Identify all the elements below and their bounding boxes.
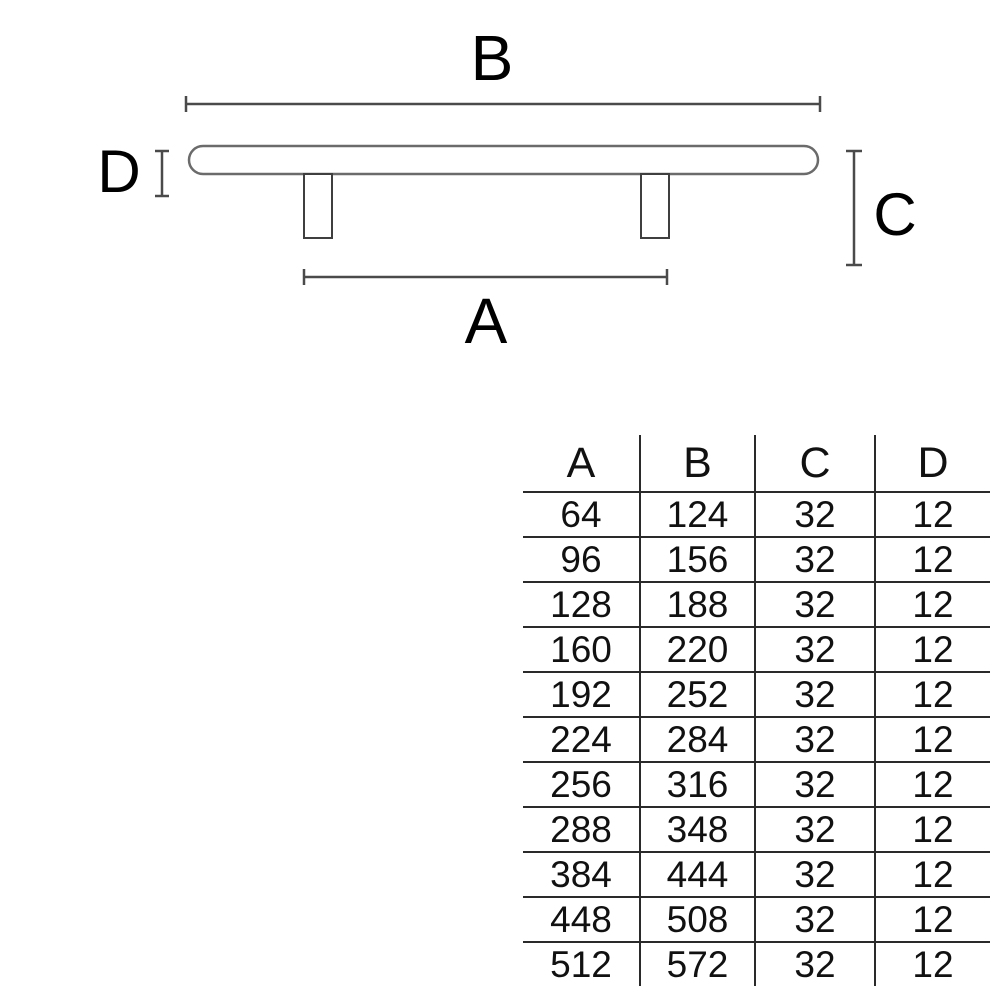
table-cell: 32 bbox=[754, 672, 875, 718]
table-cell: 288 bbox=[523, 807, 640, 853]
table-cell: 12 bbox=[874, 807, 990, 853]
table-cell: 32 bbox=[754, 492, 875, 538]
table-cell: 124 bbox=[639, 492, 755, 538]
table-cell: 12 bbox=[874, 537, 990, 583]
column-header-d: D bbox=[874, 435, 990, 493]
table-row: 288 348 32 12 bbox=[523, 807, 990, 853]
handle-bar bbox=[187, 144, 820, 176]
dimension-line-c bbox=[846, 149, 862, 267]
dimension-line-a bbox=[302, 269, 669, 285]
table-cell: 12 bbox=[874, 672, 990, 718]
table-cell: 224 bbox=[523, 717, 640, 763]
table-cell: 12 bbox=[874, 582, 990, 628]
table-cell: 32 bbox=[754, 807, 875, 853]
table-row: 128 188 32 12 bbox=[523, 582, 990, 628]
handle-dimension-drawing: B D C bbox=[97, 22, 916, 357]
table-cell: 12 bbox=[874, 852, 990, 898]
table-row: 512 572 32 12 bbox=[523, 942, 990, 986]
dimension-label-b: B bbox=[471, 22, 514, 94]
table-cell: 512 bbox=[550, 943, 612, 985]
table-cell: 188 bbox=[639, 582, 755, 628]
table-cell: 444 bbox=[639, 852, 755, 898]
table-row: 448 508 32 12 bbox=[523, 897, 990, 943]
table-cell: 32 bbox=[754, 897, 875, 943]
table-cell: 12 bbox=[874, 942, 990, 986]
handle-post-right bbox=[640, 173, 670, 239]
table-cell: 32 bbox=[754, 852, 875, 898]
table-cell: 384 bbox=[523, 852, 640, 898]
handle-post-left bbox=[303, 173, 333, 239]
table-cell: 572 bbox=[639, 942, 755, 986]
table-cell: 32 bbox=[754, 717, 875, 763]
table-header-row: A B C D bbox=[523, 435, 990, 493]
table-row: 64 124 32 12 bbox=[523, 492, 990, 538]
table-cell: 316 bbox=[639, 762, 755, 808]
column-header-a: A bbox=[523, 435, 640, 493]
table-row: 256 316 32 12 bbox=[523, 762, 990, 808]
table-cell: 252 bbox=[639, 672, 755, 718]
table-row: 192 252 32 12 bbox=[523, 672, 990, 718]
dimension-line-d bbox=[155, 149, 169, 198]
table-row: 160 220 32 12 bbox=[523, 627, 990, 673]
table-cell: 12 bbox=[874, 717, 990, 763]
table-cell: 256 bbox=[523, 762, 640, 808]
size-spec-table: A B C D 64 124 32 12 96 156 32 12 128 18… bbox=[523, 435, 990, 986]
table-cell: 192 bbox=[523, 672, 640, 718]
table-cell: 160 bbox=[523, 627, 640, 673]
table-cell: 12 bbox=[874, 627, 990, 673]
dimension-label-d: D bbox=[97, 138, 140, 205]
table-cell: 32 bbox=[754, 627, 875, 673]
table-row: 384 444 32 12 bbox=[523, 852, 990, 898]
table-cell: 220 bbox=[639, 627, 755, 673]
table-cell: 448 bbox=[523, 897, 640, 943]
table-cell: 32 bbox=[754, 762, 875, 808]
table-cell: 32 bbox=[754, 942, 875, 986]
table-cell: 128 bbox=[523, 582, 640, 628]
table-cell: 32 bbox=[754, 537, 875, 583]
dimension-label-a: A bbox=[465, 285, 508, 357]
table-cell: 96 bbox=[523, 537, 640, 583]
dimension-line-b bbox=[184, 96, 822, 112]
table-cell: 12 bbox=[874, 492, 990, 538]
table-row: 96 156 32 12 bbox=[523, 537, 990, 583]
column-header-b: B bbox=[639, 435, 755, 493]
table-cell: 64 bbox=[523, 492, 640, 538]
table-cell: 12 bbox=[874, 897, 990, 943]
dimension-label-c: C bbox=[873, 181, 916, 248]
table-cell: 284 bbox=[639, 717, 755, 763]
table-cell: 12 bbox=[874, 762, 990, 808]
table-cell: 32 bbox=[754, 582, 875, 628]
table-cell: 508 bbox=[639, 897, 755, 943]
table-cell: 156 bbox=[639, 537, 755, 583]
column-header-c: C bbox=[754, 435, 875, 493]
table-row: 224 284 32 12 bbox=[523, 717, 990, 763]
table-cell: 348 bbox=[639, 807, 755, 853]
